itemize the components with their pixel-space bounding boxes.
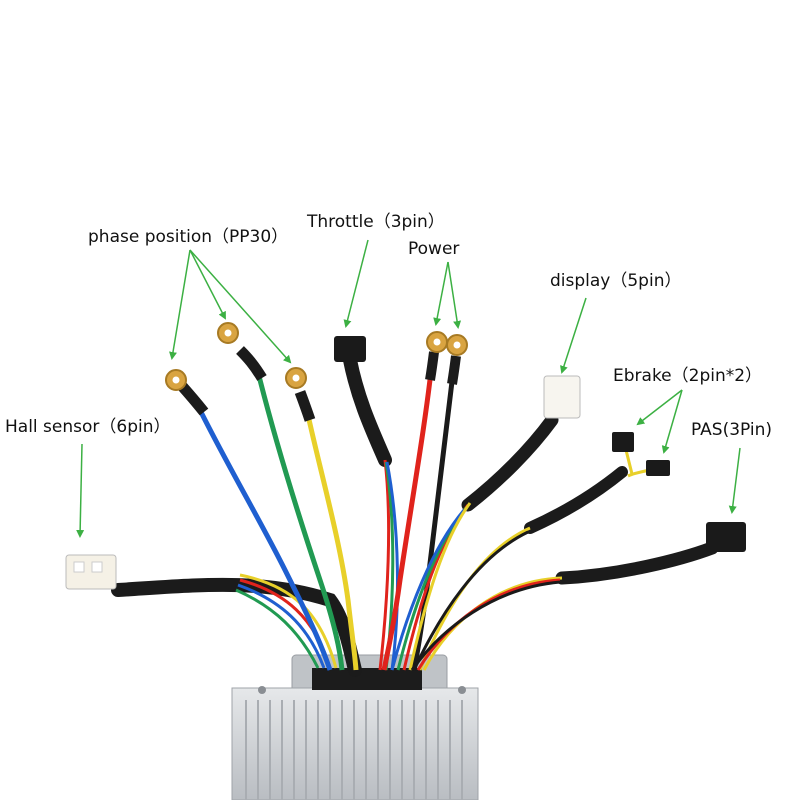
power-harness xyxy=(381,331,468,671)
display-label: display（5pin） xyxy=(550,271,682,291)
ebrake-label: Ebrake（2pin*2） xyxy=(613,366,763,386)
label-arrows xyxy=(76,239,741,538)
hall-sensor-harness xyxy=(65,554,362,677)
display-harness xyxy=(390,375,581,671)
throttle-label: Throttle（3pin） xyxy=(307,212,445,232)
phase-position-label: phase position（PP30） xyxy=(88,227,289,247)
controller-housing xyxy=(231,654,479,800)
pas-label: PAS(3Pin) xyxy=(691,420,773,440)
pas-harness xyxy=(410,522,746,671)
hall-sensor-label: Hall sensor（6pin） xyxy=(5,417,171,437)
power-label: Power xyxy=(408,239,460,259)
phase-wires xyxy=(165,322,359,671)
ebrake-harness xyxy=(412,432,670,671)
